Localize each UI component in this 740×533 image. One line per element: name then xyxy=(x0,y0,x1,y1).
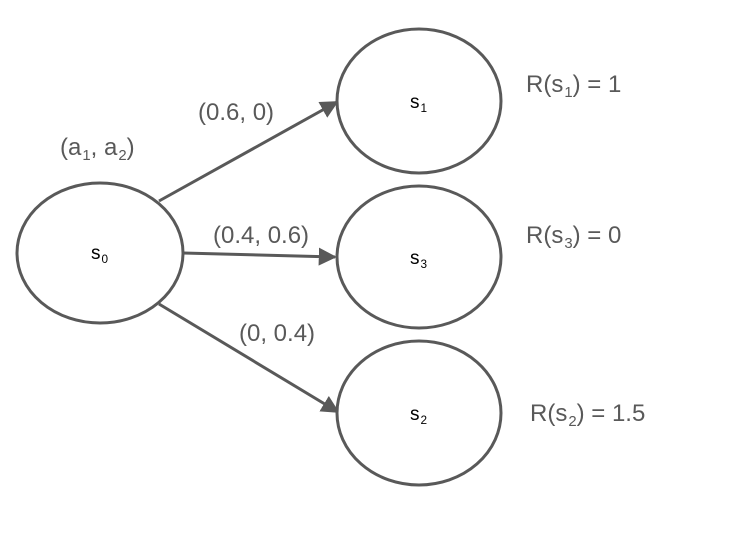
node-label-s0-sub: 0 xyxy=(101,253,109,267)
reward-s1-post: ) = 1 xyxy=(572,71,622,98)
reward-s3-post: ) = 0 xyxy=(572,222,622,249)
edge-label-s1: (0.6, 0) xyxy=(198,99,275,126)
reward-s1-sub: 1 xyxy=(564,85,573,102)
node-label-s1-sub: 1 xyxy=(420,102,428,116)
reward-s2-sub: 2 xyxy=(568,414,577,431)
node-label-s1-base: s xyxy=(410,92,420,113)
node-s1 xyxy=(335,27,503,175)
reward-s3-sub: 3 xyxy=(564,236,573,253)
node-s0 xyxy=(15,181,185,325)
edge-label-s2: (0, 0.4) xyxy=(239,320,316,347)
node-label-s3-base: s xyxy=(410,248,420,269)
node-label-s0-base: s xyxy=(91,243,101,264)
node-label-s2-sub: 2 xyxy=(420,414,428,428)
reward-s2-post: ) = 1.5 xyxy=(576,400,646,427)
reward-label-s1: R(s1) = 1 xyxy=(526,71,622,101)
node-label-s2-base: s xyxy=(410,404,420,425)
node-s3 xyxy=(335,184,503,330)
reward-label-s3: R(s3) = 0 xyxy=(526,222,622,252)
node-label-s2: s2 xyxy=(410,404,428,428)
edge-label-s3: (0.4, 0.6) xyxy=(213,222,310,249)
node-label-s3: s3 xyxy=(410,248,428,272)
node-label-s3-sub: 3 xyxy=(420,258,428,272)
reward-s2-pre: R(s xyxy=(530,400,568,427)
action-vector-label: (a1, a2) xyxy=(60,134,135,164)
reward-label-s2: R(s2) = 1.5 xyxy=(530,400,646,430)
reward-s3-pre: R(s xyxy=(526,222,564,249)
reward-s1-pre: R(s xyxy=(526,71,564,98)
edge-s0-s2 xyxy=(158,302,340,414)
action-vector-close: ) xyxy=(126,134,135,161)
action-vector-sub2: 2 xyxy=(118,148,127,165)
action-vector-sub1: 1 xyxy=(82,148,91,165)
action-vector-open: (a xyxy=(60,134,82,161)
action-vector-sep: , a xyxy=(90,134,118,161)
edge-s0-s1 xyxy=(158,100,339,203)
node-label-s0: s0 xyxy=(91,243,109,267)
edge-s0-s3 xyxy=(182,247,337,266)
node-label-s1: s1 xyxy=(410,92,428,116)
node-s2 xyxy=(335,339,503,487)
